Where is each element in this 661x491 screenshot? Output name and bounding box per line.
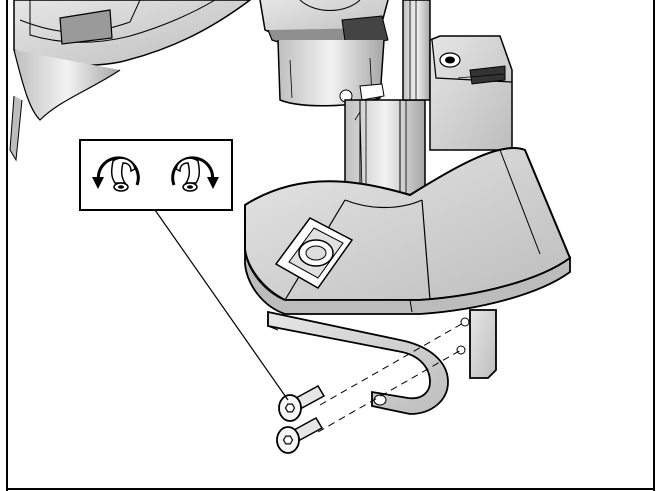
arm-joint-knob [259,0,389,107]
callout-leader-line [154,209,289,401]
screws [276,384,326,454]
monitor-arm-left [9,0,252,162]
rotate-counterclockwise-allen-key-icon [92,156,140,192]
figure-frame [6,0,655,491]
column-cap [429,35,513,151]
alignment-guides [317,321,466,433]
clamp-bracket [267,299,497,415]
screw [278,384,326,422]
base-locking-knob [274,217,354,289]
rotation-callout [79,139,233,211]
rotate-clockwise-allen-key-icon [171,156,219,192]
screw [276,416,324,454]
